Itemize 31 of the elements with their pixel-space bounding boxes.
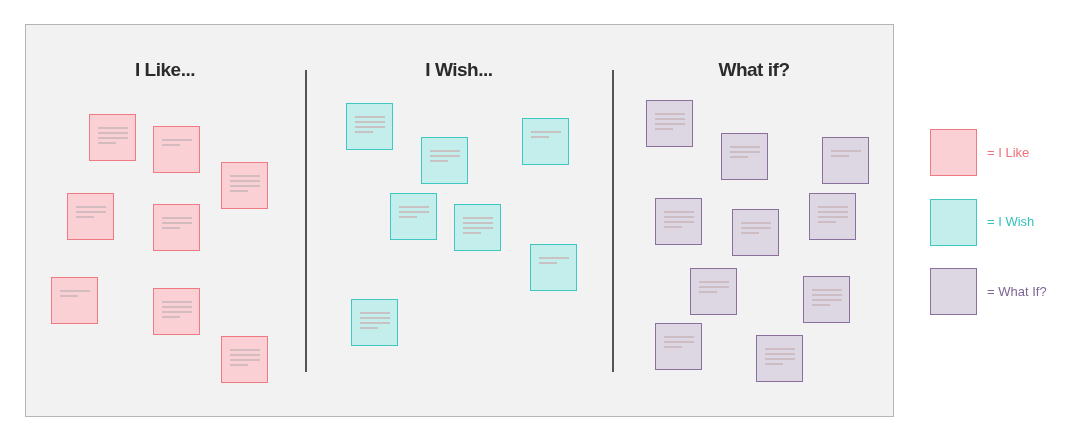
- sticky-note: [153, 204, 200, 251]
- sticky-note: [655, 323, 702, 370]
- sticky-note: [351, 299, 398, 346]
- sticky-note: [822, 137, 869, 184]
- sticky-note: [221, 162, 268, 209]
- legend-label: = What If?: [987, 282, 1047, 301]
- sticky-note: [809, 193, 856, 240]
- sticky-note: [390, 193, 437, 240]
- sticky-note: [530, 244, 577, 291]
- sticky-note: [690, 268, 737, 315]
- column-heading: I Like...: [134, 58, 196, 82]
- sticky-note: [67, 193, 114, 240]
- column-heading: I Wish...: [425, 58, 493, 82]
- sticky-note: [803, 276, 850, 323]
- sticky-note: [646, 100, 693, 147]
- sticky-note: [454, 204, 501, 251]
- sticky-note: [522, 118, 569, 165]
- sticky-note: [153, 126, 200, 173]
- sticky-note: [51, 277, 98, 324]
- legend-label: = I Wish: [987, 213, 1035, 232]
- sticky-note: [221, 336, 268, 383]
- sticky-note: [421, 137, 468, 184]
- sticky-note: [732, 209, 779, 256]
- sticky-note: [655, 198, 702, 245]
- sticky-note: [346, 103, 393, 150]
- sticky-note: [89, 114, 136, 161]
- sticky-note: [756, 335, 803, 382]
- sticky-note: [721, 133, 768, 180]
- sticky-note: [153, 288, 200, 335]
- column-heading: What if?: [718, 58, 790, 82]
- legend-label: = I Like: [987, 143, 1030, 162]
